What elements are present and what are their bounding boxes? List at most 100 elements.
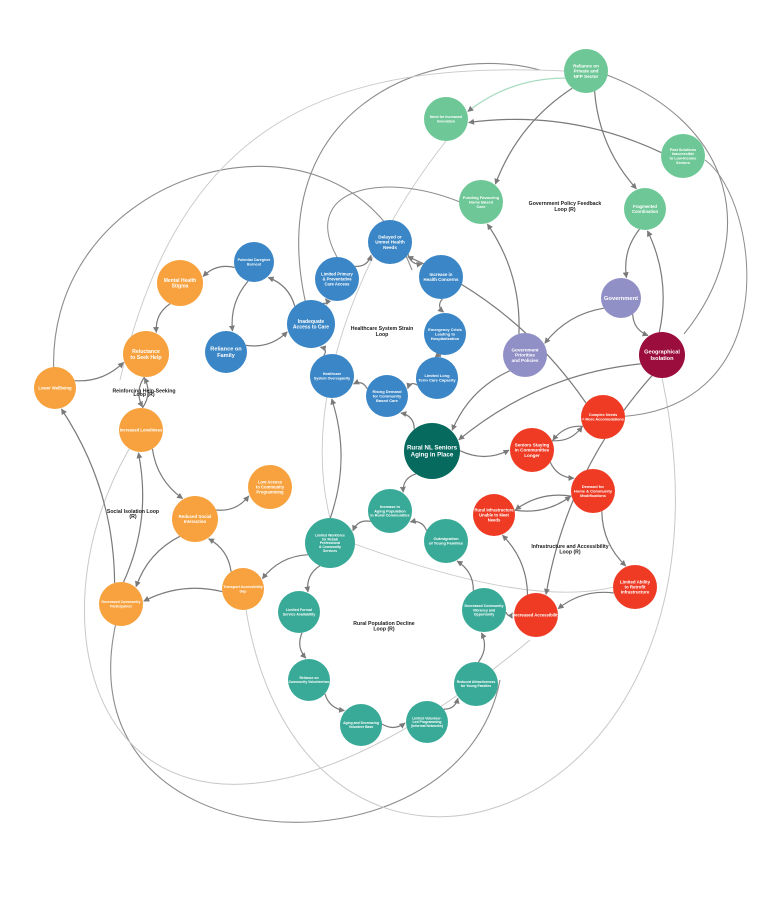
causal-link-arrow bbox=[74, 361, 124, 382]
causal-link-arrow bbox=[514, 495, 572, 512]
background-arc bbox=[321, 140, 447, 519]
node-circle bbox=[310, 354, 354, 398]
node-circle bbox=[366, 375, 408, 417]
causal-link-arrow bbox=[319, 345, 327, 356]
causal-link-arrow bbox=[494, 87, 573, 185]
causal-link-arrow bbox=[143, 587, 223, 602]
causal-link-arrow bbox=[406, 382, 418, 390]
causal-link-arrow bbox=[141, 377, 150, 409]
loop-label: Social Isolation Loop(R) bbox=[107, 509, 159, 520]
node-circle bbox=[119, 408, 163, 452]
causal-link-arrow bbox=[299, 632, 307, 659]
node-circle bbox=[503, 333, 547, 377]
causal-link-arrow bbox=[437, 298, 444, 313]
causal-link-arrow bbox=[557, 591, 614, 610]
causal-link-arrow bbox=[60, 408, 116, 584]
node-circle bbox=[34, 367, 76, 409]
node-circle bbox=[248, 465, 292, 509]
causal-link-arrow bbox=[443, 697, 460, 710]
diagram-node[interactable]: Limited Volunteer-Led Programming(Inform… bbox=[406, 701, 448, 743]
background-arc bbox=[53, 165, 413, 389]
node-circle bbox=[157, 260, 203, 306]
node-circle bbox=[205, 331, 247, 373]
causal-link-arrow bbox=[400, 411, 415, 430]
node-circle bbox=[613, 565, 657, 609]
node-circle bbox=[419, 255, 463, 299]
causal-link-arrow bbox=[202, 265, 235, 277]
node-label: Complex Needs= More Accomodations bbox=[582, 413, 624, 421]
causal-link-arrow bbox=[486, 223, 520, 334]
causal-link-arrow bbox=[544, 307, 604, 344]
central-node-circle bbox=[404, 423, 460, 479]
node-circle bbox=[462, 588, 506, 632]
diagram-node[interactable]: Complex Needs= More Accomodations bbox=[581, 395, 625, 439]
node-circle bbox=[123, 331, 169, 377]
diagram-node[interactable]: Increased Loneliness bbox=[119, 408, 163, 452]
node-circle bbox=[99, 582, 143, 626]
node-circle bbox=[278, 591, 320, 633]
node-circle bbox=[564, 49, 608, 93]
diagram-node[interactable]: Lower Wellbeing bbox=[34, 367, 76, 409]
node-circle bbox=[416, 357, 458, 399]
causal-link-arrow bbox=[245, 331, 288, 347]
node-label: Government bbox=[604, 296, 638, 302]
diagram-node[interactable]: Decreased Accessibility bbox=[512, 593, 561, 637]
diagram-node[interactable]: Government bbox=[601, 278, 641, 318]
node-circle bbox=[315, 257, 359, 301]
background-arc bbox=[119, 69, 565, 381]
